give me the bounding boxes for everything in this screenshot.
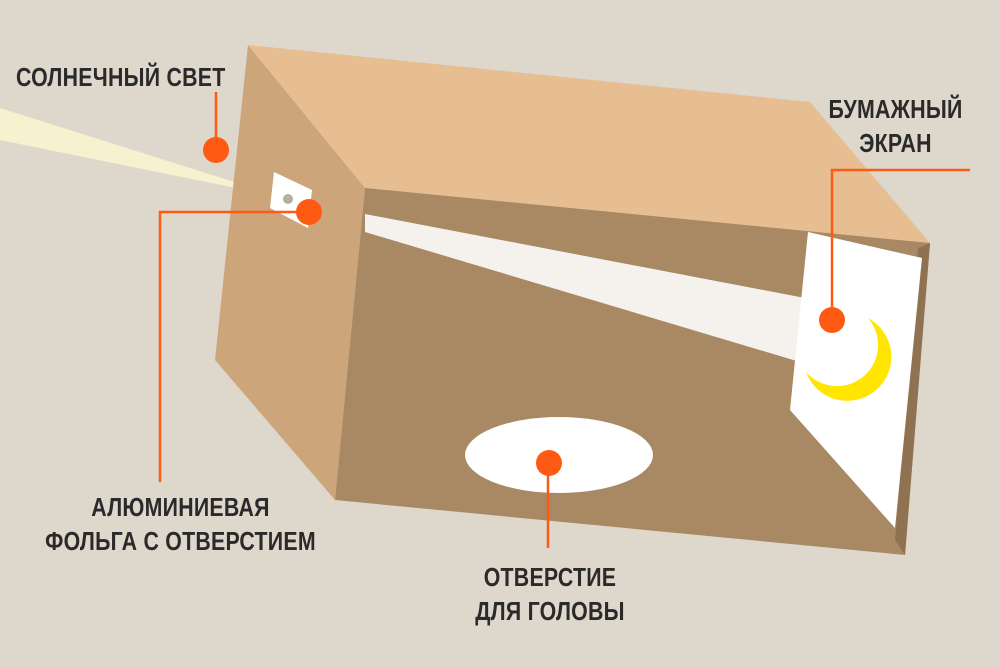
markers [203, 137, 845, 476]
marker-head-hole [536, 450, 562, 476]
box-right-edge [895, 243, 930, 555]
box-left-side [215, 45, 365, 500]
marker-screen [819, 307, 845, 333]
label-head-hole-line-2: ДЛЯ ГОЛОВЫ [475, 596, 625, 626]
label-paper-screen: БУМАЖНЫЙ ЭКРАН [824, 92, 968, 160]
crescent-projection [806, 318, 892, 401]
label-head-hole-line-1: ОТВЕРСТИЕ [483, 562, 617, 592]
marker-sunlight [203, 137, 229, 163]
label-foil-hole-line-1: АЛЮМИНИЕВАЯ [91, 492, 270, 522]
label-head-hole: ОТВЕРСТИЕ ДЛЯ ГОЛОВЫ [460, 560, 640, 628]
label-paper-screen-line-1: БУМАЖНЫЙ [828, 94, 963, 124]
pinhole [283, 194, 293, 204]
label-paper-screen-line-2: ЭКРАН [859, 128, 932, 158]
paper-screen [790, 232, 922, 528]
inner-light-beam [365, 214, 805, 362]
label-foil-hole-line-2: ФОЛЬГА С ОТВЕРСТИЕМ [45, 526, 316, 556]
sunlight-beam [0, 108, 285, 198]
label-sunlight-line: СОЛНЕЧНЫЙ СВЕТ [16, 62, 226, 92]
box-top [248, 45, 930, 243]
label-foil-hole: АЛЮМИНИЕВАЯ ФОЛЬГА С ОТВЕРСТИЕМ [39, 490, 322, 558]
label-sunlight: СОЛНЕЧНЫЙ СВЕТ [16, 60, 225, 94]
leader-line-foil [158, 210, 310, 482]
marker-foil [296, 199, 322, 225]
leader-line-screen [830, 168, 970, 322]
